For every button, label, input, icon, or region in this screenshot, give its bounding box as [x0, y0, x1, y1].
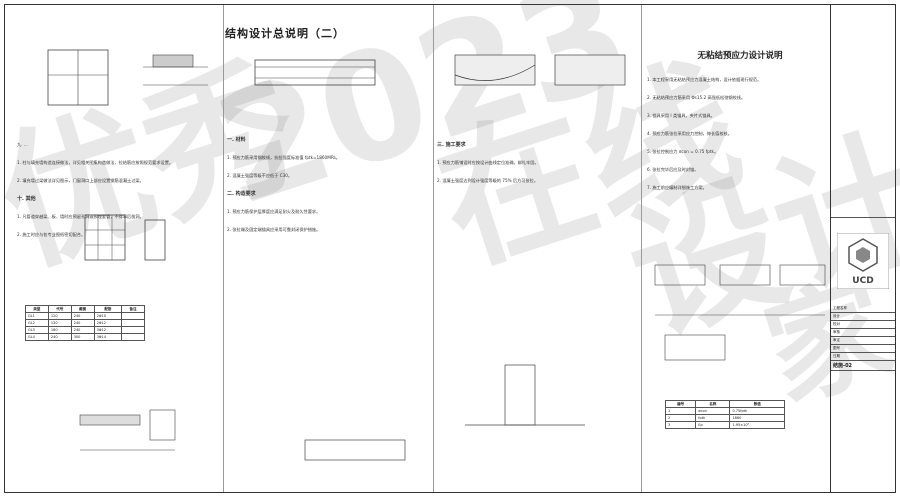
cell: 3Φ12 [93, 326, 123, 334]
title-block-row: 工程名称 [831, 305, 895, 313]
note-line: 2. 施工时应与各专业图纸密切配合。 [17, 232, 86, 237]
sheet-number: 结施-02 [831, 361, 895, 371]
cell: GL2 [25, 319, 49, 327]
anchorage-detail-drawing [465, 364, 585, 426]
slab-detail-drawing [304, 439, 406, 461]
cell: GL4 [25, 333, 49, 341]
cell: 1860 [729, 414, 785, 422]
cell: 300 [70, 333, 95, 341]
note-heading: 一. 材料 [227, 137, 246, 143]
cell: Ep [695, 421, 731, 429]
cell: 120 [47, 312, 72, 320]
note-line: 1. 预应力筋保护层厚度应满足耐火及耐久性要求。 [227, 209, 321, 214]
cell: 2Φ12 [93, 319, 123, 327]
title-block-notes [831, 5, 895, 218]
note-line: 5. 张拉控制应力 σcon = 0.75 fptk。 [647, 149, 719, 154]
company-logo: UCD [837, 233, 889, 289]
table-header: 备注 [121, 305, 145, 313]
rebar-grid-drawing [84, 214, 166, 261]
table-header: 名称 [695, 400, 731, 408]
title-block-row: 审核 [831, 329, 895, 337]
cell: 0.75fptk [729, 407, 785, 415]
cell: 240 [70, 312, 95, 320]
title-block-row: 校对 [831, 321, 895, 329]
construction-notes: 三. 施工要求 1. 预应力筋铺设时应按设计曲线定位准确，绑扎牢固。 2. 混凝… [437, 130, 637, 196]
cell: fptk [695, 414, 731, 422]
lintel-detail-drawing [79, 409, 176, 451]
note-line: 7. 施工前应编制详细施工方案。 [647, 185, 707, 190]
table-header: 截面 [70, 305, 95, 313]
cell: GL1 [25, 312, 49, 320]
title-block-row: 图号 [831, 345, 895, 353]
cell: 1 [664, 407, 697, 415]
cell: 3Φ14 [93, 333, 123, 341]
cell: 240 [47, 333, 72, 341]
cell [121, 326, 145, 334]
note-line: 九. ... [17, 142, 28, 147]
cell [121, 319, 145, 327]
note-heading: 三. 施工要求 [437, 142, 466, 148]
title-block-row: 设计 [831, 313, 895, 321]
cell: 2Φ10 [93, 312, 123, 320]
right-notes: 1. 本工程采用无粘结预应力混凝土结构，设计依据现行规范。 2. 无粘结预应力筋… [647, 65, 831, 203]
cell: 120 [47, 319, 72, 327]
table-header: 配筋 [93, 305, 123, 313]
title-block-row: 日期 [831, 353, 895, 361]
cell [121, 312, 145, 320]
tendon-detail-drawings [654, 264, 826, 361]
note-line: 4. 预应力筋张拉采用应力控制，伸长值校核。 [647, 131, 732, 136]
note-line: 2. 填充墙过梁做法详见图示，门窗洞口上部应设置钢筋混凝土过梁。 [17, 178, 144, 183]
cell: σcon [695, 407, 731, 415]
cell: 1.95×10⁵ [729, 421, 785, 429]
note-line: 1. 本工程采用无粘结预应力混凝土结构，设计依据现行规范。 [647, 77, 762, 82]
note-line: 2. 混凝土强度等级不应低于 C30。 [227, 173, 293, 178]
table-header: 代号 [47, 305, 72, 313]
left-notes: 九. ... 1. 柱与填充墙构造连接做法，详见相关图集构造做法，拉结筋应按照规… [17, 130, 217, 250]
tendon-profile-drawing [454, 54, 626, 86]
column-divider [223, 5, 224, 492]
cell: 240 [70, 326, 95, 334]
table-header: 编号 [664, 400, 697, 408]
cell: 2 [664, 414, 697, 422]
right-section-title: 无粘结预应力设计说明 [697, 51, 783, 61]
logo-text: UCD [852, 276, 873, 286]
note-line: 1. 预应力筋采用钢绞线，抗拉强度标准值 fptk=1860MPa。 [227, 155, 340, 160]
detail-drawing-top-left [47, 49, 208, 106]
note-line: 2. 混凝土强度达到设计强度等级的 75% 后方可张拉。 [437, 178, 539, 183]
middle-notes: 一. 材料 1. 预应力筋采用钢绞线，抗拉强度标准值 fptk=1860MPa。… [227, 125, 427, 245]
note-line: 3. 锚具采用 I 类锚具，夹片式锚具。 [647, 113, 715, 118]
note-heading: 十. 其他 [17, 196, 36, 202]
note-line: 1. 凡管道穿越梁、板、墙时应预留孔洞或预埋套管，不得事后凿洞。 [17, 214, 144, 219]
note-line: 1. 预应力筋铺设时应按设计曲线定位准确，绑扎牢固。 [437, 160, 539, 165]
cell [121, 333, 145, 341]
note-heading: 二. 构造要求 [227, 191, 256, 197]
note-line: 2. 张拉端及固定端锚具应采用可靠封闭保护措施。 [227, 227, 321, 232]
note-line: 6. 张拉完毕后应及时封锚。 [647, 167, 699, 172]
table-header: 数值 [729, 400, 785, 408]
cell: 240 [70, 319, 95, 327]
page-title: 结构设计总说明（二） [225, 27, 345, 40]
title-block: UCD 工程名称 设计 校对 审核 审定 图号 日期 结施-02 [830, 5, 895, 492]
note-line: 2. 无粘结预应力筋采用 Φs15.2 高强低松弛钢绞线。 [647, 95, 746, 100]
beam-section-drawing [254, 59, 376, 86]
cell: 3 [664, 421, 697, 429]
cell: 180 [47, 326, 72, 334]
table-header: 类型 [25, 305, 49, 313]
title-block-row: 审定 [831, 337, 895, 345]
column-divider [641, 5, 642, 492]
column-divider [433, 5, 434, 492]
cell: GL3 [25, 326, 49, 334]
note-line: 1. 柱与填充墙构造连接做法，详见相关图集构造做法，拉结筋应按照规范要求设置。 [17, 160, 174, 165]
